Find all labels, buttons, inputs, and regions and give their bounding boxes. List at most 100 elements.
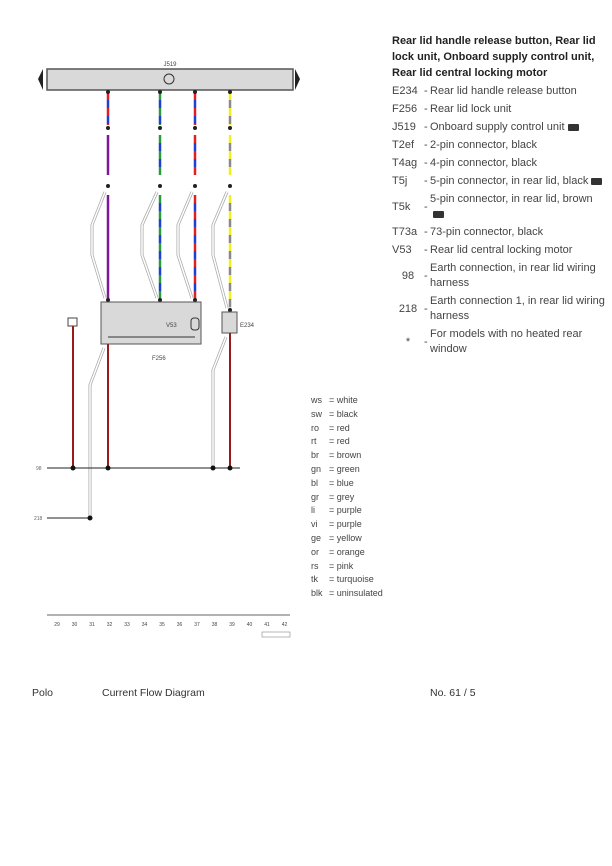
color-abbreviation: rs xyxy=(311,560,319,571)
part-item: T5k-5-pin connector, in rear lid, brown xyxy=(392,192,606,222)
part-item: T2ef-2-pin connector, black xyxy=(392,138,606,153)
equals: = xyxy=(329,477,337,488)
column-number: 40 xyxy=(247,622,253,628)
color-abbreviation: ws xyxy=(311,395,322,405)
separator: - xyxy=(424,269,428,282)
fuse-box xyxy=(67,317,78,327)
part-description-text: Earth connection, in rear lid wiring har… xyxy=(430,262,596,289)
color-abbreviation: rt xyxy=(311,436,317,447)
color-code-item: rt= red xyxy=(311,435,390,449)
color-code-item: ws= white xyxy=(311,394,390,408)
wire-4 xyxy=(211,90,232,312)
part-description-text: 2-pin connector, black xyxy=(430,139,538,151)
separator: - xyxy=(424,85,428,97)
column-number: 41 xyxy=(264,622,270,628)
color-abbreviation: ge xyxy=(311,532,322,543)
column-number: 34 xyxy=(142,622,148,628)
color-abbreviation: li xyxy=(311,505,315,516)
color-name: black xyxy=(336,408,358,419)
part-item: *-For models with no heated rear window xyxy=(392,327,606,357)
color-code-item: blk= uninsulated xyxy=(311,587,390,601)
separator: - xyxy=(424,157,428,169)
equals: = xyxy=(329,463,337,474)
part-description: Earth connection, in rear lid wiring har… xyxy=(430,261,606,291)
color-name: brown xyxy=(336,450,362,461)
color-code-item: gr = grey xyxy=(311,491,390,505)
color-abbreviation: blk xyxy=(311,588,323,599)
color-code-item: sw = black xyxy=(311,408,390,422)
part-item: T5j-5-pin connector, in rear lid, black xyxy=(392,174,606,189)
color-abbreviation: ro xyxy=(311,422,320,433)
part-description-text: 5-pin connector, in rear lid, black xyxy=(430,175,589,187)
color-code-item: ro= red xyxy=(311,422,390,436)
part-code: 218 xyxy=(398,302,418,315)
part-code: T5k xyxy=(392,200,411,213)
lock-unit-f256 xyxy=(100,301,202,345)
column-number: 35 xyxy=(159,622,165,628)
equals: = xyxy=(329,560,337,571)
color-name: purple xyxy=(336,519,362,530)
equals: = xyxy=(329,491,337,502)
part-description-text: Rear lid central locking motor xyxy=(430,244,573,256)
color-abbreviation: or xyxy=(311,546,320,557)
wire-3 xyxy=(176,90,197,302)
color-name: purple xyxy=(336,505,362,516)
color-abbreviation: gr xyxy=(311,491,320,502)
legend: Rear lid handle release button, Rear lid… xyxy=(392,33,606,360)
color-code-item: li= purple xyxy=(311,504,390,518)
legend-title: Rear lid handle release button, Rear lid… xyxy=(392,35,596,79)
motor-symbol xyxy=(190,317,200,331)
part-description-text: 4-pin connector, black xyxy=(430,157,538,169)
color-abbreviation: bl xyxy=(311,477,319,488)
color-code-item: or= orange xyxy=(311,546,390,560)
color-code-item: br= brown xyxy=(311,449,390,463)
separator: - xyxy=(424,139,428,151)
part-description: 2-pin connector, black xyxy=(430,138,606,153)
separator: - xyxy=(424,302,428,315)
part-code: J519 xyxy=(392,121,416,133)
arrow-right-icon xyxy=(295,69,300,90)
column-number: 37 xyxy=(194,622,200,628)
color-name: yellow xyxy=(336,532,362,543)
control-unit-label: J519 xyxy=(163,62,177,68)
equals: = xyxy=(329,408,337,419)
color-code-item: gn= green xyxy=(311,463,390,477)
part-description: Rear lid handle release button xyxy=(430,84,606,99)
earth-label-98: 98 xyxy=(36,466,42,472)
part-item: J519-Onboard supply control unit xyxy=(392,120,606,135)
column-number: 32 xyxy=(107,622,113,628)
footer-model: Polo xyxy=(32,687,54,699)
part-code: F256 xyxy=(392,103,418,115)
part-description: Rear lid lock unit xyxy=(430,102,606,117)
color-code-item: rs= pink xyxy=(311,560,390,574)
column-number: 29 xyxy=(54,622,60,628)
separator: - xyxy=(424,103,428,115)
column-number: 36 xyxy=(177,622,183,628)
separator: - xyxy=(424,226,428,238)
part-description: Earth connection 1, in rear lid wiring h… xyxy=(430,294,606,324)
part-code: T5j xyxy=(392,175,408,187)
column-number: 33 xyxy=(124,622,130,628)
part-item: 218-Earth connection 1, in rear lid wiri… xyxy=(392,294,606,324)
equals: = xyxy=(329,450,337,461)
part-item: E234-Rear lid handle release button xyxy=(392,84,606,99)
part-code: T4ag xyxy=(392,157,418,169)
equals: = xyxy=(329,532,337,543)
earth-label-218: 218 xyxy=(34,516,43,522)
part-item: 98-Earth connection, in rear lid wiring … xyxy=(392,261,606,291)
column-number: 30 xyxy=(72,622,78,628)
part-description-text: 73-pin connector, black xyxy=(430,226,544,238)
part-description-text: Rear lid handle release button xyxy=(430,85,577,97)
color-name: grey xyxy=(336,491,355,502)
camera-icon xyxy=(433,210,444,218)
lock-unit-label: F256 xyxy=(152,356,166,362)
footer-page-number: No. 61 / 5 xyxy=(430,687,476,699)
part-description-text: Rear lid lock unit xyxy=(430,103,512,115)
part-item: T4ag-4-pin connector, black xyxy=(392,156,606,171)
part-code: E234 xyxy=(392,85,418,97)
part-description-text: For models with no heated rear window xyxy=(430,328,583,355)
color-abbreviation: sw xyxy=(311,408,322,419)
color-name: white xyxy=(336,395,358,405)
color-name: red xyxy=(336,436,350,447)
